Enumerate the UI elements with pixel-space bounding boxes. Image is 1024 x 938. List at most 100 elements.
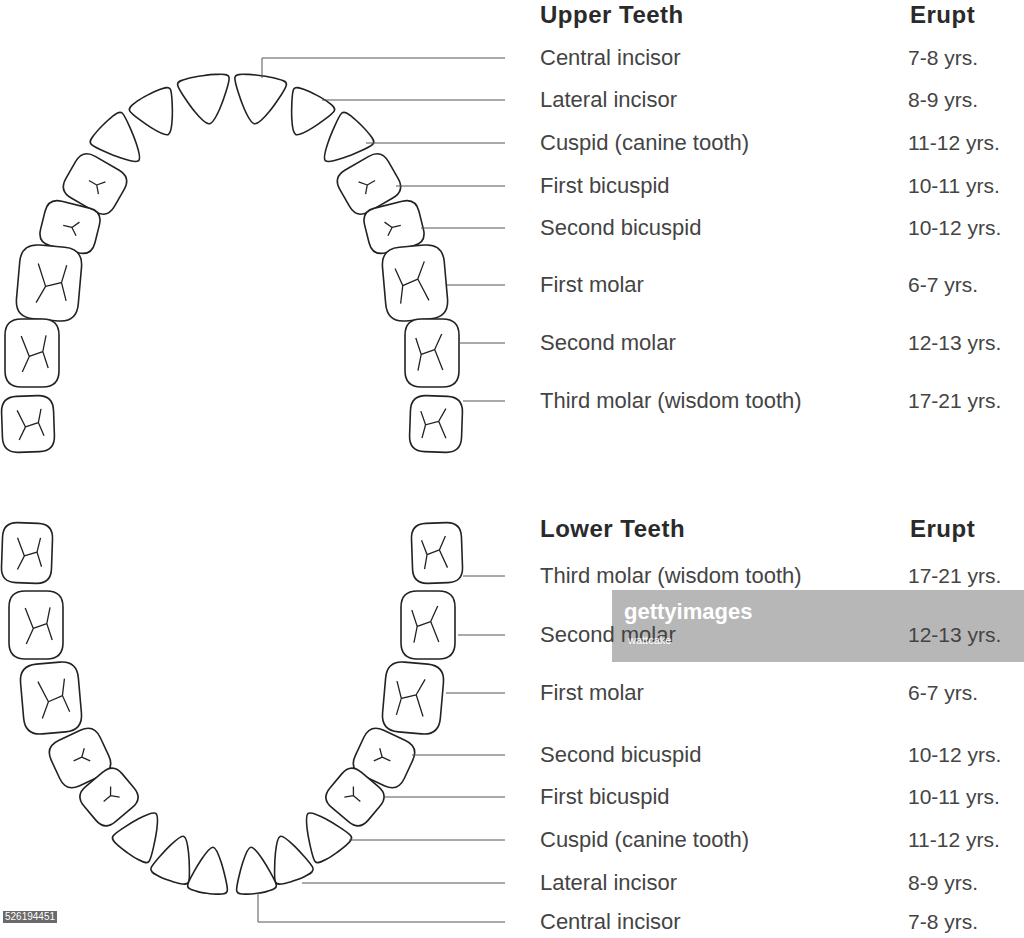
tooth-fissure: [374, 748, 394, 767]
leader-line: [322, 100, 505, 101]
tooth-outline: [1, 395, 55, 453]
tooth-fissure: [395, 261, 429, 304]
leader-line: [412, 755, 505, 756]
eruption-age: 10-12 yrs.: [908, 215, 1001, 240]
tooth: [411, 522, 463, 584]
tooth-fissure: [35, 263, 69, 306]
tooth-fissure: [394, 677, 426, 717]
tooth-outline: [1, 522, 53, 584]
tooth-fissure: [421, 536, 447, 569]
leader-line: [396, 186, 505, 187]
tooth-name: Third molar (wisdom tooth): [540, 388, 802, 414]
eruption-age: 11-12 yrs.: [908, 827, 1000, 852]
tooth-fissure: [16, 537, 42, 570]
tooth: [1, 522, 53, 584]
tooth-fissure: [21, 335, 48, 372]
eruption-age: 10-11 yrs.: [908, 784, 1000, 809]
tooth-outline: [127, 84, 189, 145]
tooth-outline: [321, 763, 389, 830]
tooth: [1, 395, 55, 453]
tooth-name: First bicuspid: [540, 173, 670, 199]
eruption-age: 8-9 yrs.: [908, 870, 978, 895]
eruption-age: 17-21 yrs.: [908, 563, 1001, 588]
tooth-name: First molar: [540, 680, 644, 706]
tooth: [75, 763, 143, 830]
tooth-outline: [411, 522, 463, 584]
leader-line: [458, 635, 505, 636]
tooth: [177, 72, 235, 127]
tooth: [381, 243, 449, 322]
eruption-age: 8-9 yrs.: [908, 87, 978, 112]
tooth: [381, 661, 445, 736]
tooth-fissure: [416, 334, 443, 371]
tooth-fissure: [85, 174, 105, 194]
tooth-outline: [187, 844, 233, 896]
tooth: [405, 319, 459, 387]
leader-line: [258, 893, 505, 922]
tooth-name: Third molar (wisdom tooth): [540, 563, 802, 589]
watermark: gettyimages: [624, 599, 752, 625]
tooth-outline: [405, 319, 459, 387]
eruption-age: 7-8 yrs.: [908, 45, 978, 70]
tooth-name: Lateral incisor: [540, 87, 677, 113]
eruption-age: 7-8 yrs.: [908, 909, 978, 934]
tooth: [127, 84, 189, 145]
tooth-outline: [177, 72, 235, 127]
tooth-name: First molar: [540, 272, 644, 298]
tooth: [321, 763, 389, 830]
tooth-name: Central incisor: [540, 45, 681, 71]
tooth-fissure: [420, 408, 447, 439]
eruption-age: 6-7 yrs.: [908, 680, 978, 705]
tooth: [9, 591, 63, 659]
image-id: 526194451: [3, 911, 57, 923]
section-heading: Upper Teeth: [540, 1, 684, 30]
tooth-outline: [275, 84, 337, 145]
tooth-outline: [409, 395, 463, 453]
tooth-fissure: [412, 606, 439, 643]
eruption-age: 12-13 yrs.: [908, 330, 1001, 355]
tooth-name: Cuspid (canine tooth): [540, 130, 749, 156]
leader-line: [384, 797, 505, 798]
leader-line: [446, 693, 505, 694]
eruption-age: 17-21 yrs.: [908, 388, 1001, 413]
leader-line: [262, 58, 505, 78]
tooth-outline: [19, 661, 83, 736]
column-heading: Erupt: [910, 515, 975, 544]
column-heading: Erupt: [910, 1, 975, 30]
section-heading: Lower Teeth: [540, 515, 685, 544]
tooth-outline: [5, 319, 59, 387]
tooth: [15, 243, 83, 322]
tooth-outline: [15, 243, 83, 322]
tooth-fissure: [71, 748, 91, 767]
tooth-outline: [381, 243, 449, 322]
tooth: [5, 319, 59, 387]
tooth-outline: [9, 591, 63, 659]
tooth-outline: [401, 591, 455, 659]
tooth-name: Cuspid (canine tooth): [540, 827, 749, 853]
tooth-name: Second molar: [540, 330, 676, 356]
tooth-outline: [229, 72, 287, 127]
tooth-arches: [1, 72, 463, 896]
tooth-name: Second bicuspid: [540, 742, 701, 768]
leader-lines: [258, 58, 505, 922]
tooth: [19, 661, 83, 736]
tooth-fissure: [359, 174, 379, 194]
watermark: wattcake: [628, 634, 671, 647]
tooth-outline: [381, 661, 445, 736]
leader-line: [459, 343, 505, 344]
tooth-outline: [75, 763, 143, 830]
tooth: [401, 591, 455, 659]
tooth-fissure: [385, 219, 403, 236]
tooth-name: Second bicuspid: [540, 215, 701, 241]
tooth-name: First bicuspid: [540, 784, 670, 810]
leader-line: [463, 401, 505, 402]
tooth-outline: [231, 844, 277, 896]
tooth: [229, 72, 287, 127]
tooth-fissure: [25, 607, 52, 644]
tooth-fissure: [62, 219, 80, 236]
tooth: [231, 844, 277, 896]
tooth-fissure: [344, 786, 364, 806]
eruption-age: 10-11 yrs.: [908, 173, 1000, 198]
eruption-age: 6-7 yrs.: [908, 272, 978, 297]
